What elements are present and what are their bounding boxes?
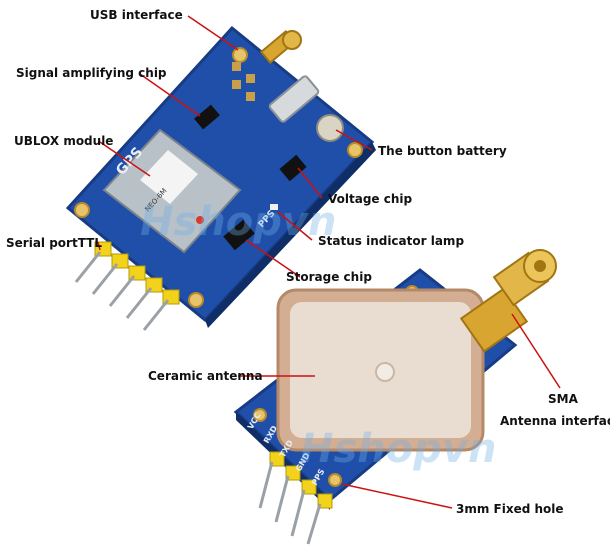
label-button-battery: The button battery bbox=[378, 144, 507, 158]
header-pins-front bbox=[74, 241, 180, 331]
label-usb-interface: USB interface bbox=[90, 8, 183, 22]
label-voltage-chip: Voltage chip bbox=[328, 192, 413, 206]
leader-lines bbox=[97, 15, 561, 509]
usb-connector bbox=[268, 75, 320, 123]
sma-connector-small bbox=[259, 29, 302, 65]
label-fixed-hole: 3mm Fixed hole bbox=[456, 502, 564, 516]
watermark-top: Hshopvn bbox=[140, 199, 336, 245]
header-pins-antenna bbox=[258, 451, 333, 545]
voltage-regulator-chip bbox=[279, 154, 307, 182]
gps-board-antenna: VCC RXD TXD GND PPS bbox=[233, 249, 557, 545]
ceramic-antenna bbox=[276, 288, 485, 452]
status-led bbox=[270, 204, 278, 210]
sma-antenna-connector bbox=[459, 249, 557, 353]
button-battery bbox=[316, 114, 344, 142]
mount-hole bbox=[188, 292, 204, 308]
label-ublox-module: UBLOX module bbox=[14, 134, 114, 148]
label-status-indicator-lamp: Status indicator lamp bbox=[318, 234, 465, 248]
ublox-module bbox=[102, 128, 242, 254]
label-sma: SMA bbox=[548, 392, 578, 406]
solder-pads bbox=[232, 62, 255, 101]
label-storage-chip: Storage chip bbox=[286, 270, 372, 284]
mount-hole bbox=[253, 408, 267, 422]
mount-hole bbox=[328, 473, 342, 487]
watermark-bottom: Hshopvn bbox=[300, 426, 496, 472]
mount-hole bbox=[232, 47, 248, 63]
mount-hole bbox=[74, 202, 90, 218]
gps-board-front: GPS PPS NEO-6M bbox=[65, 25, 376, 331]
label-signal-amplifying-chip: Signal amplifying chip bbox=[16, 66, 167, 80]
label-antenna-interface: Antenna interface bbox=[500, 414, 610, 428]
storage-chip bbox=[223, 219, 255, 251]
signal-amplifier-chip bbox=[194, 104, 220, 130]
mount-hole bbox=[347, 142, 363, 158]
label-serial-port-ttl: Serial portTTL bbox=[6, 236, 102, 250]
label-ceramic-antenna: Ceramic antenna bbox=[148, 369, 263, 383]
